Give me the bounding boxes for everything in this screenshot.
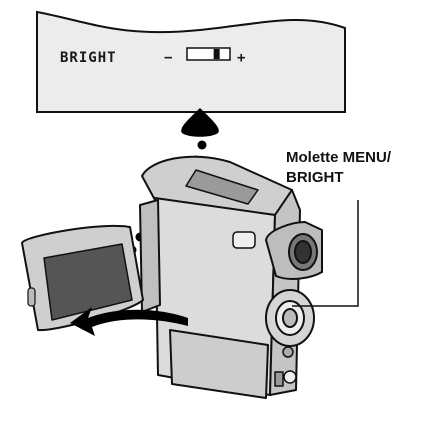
osd-plus-sign: + — [237, 50, 247, 66]
osd-panel — [36, 10, 346, 113]
menu-bright-knob-label: Molette MENU/ BRIGHT — [286, 148, 391, 188]
osd-setting-label: BRIGHT — [60, 50, 117, 66]
callout-leader-line — [292, 200, 359, 307]
osd-minus-sign: − — [164, 50, 174, 66]
brightness-bar-frame — [186, 47, 231, 61]
open-panel-arrow-icon — [70, 307, 188, 336]
osd-readout: BRIGHT − + — [60, 50, 245, 66]
up-arrow-icon — [181, 108, 219, 137]
camcorder — [139, 155, 323, 399]
lcd-panel — [21, 225, 144, 332]
brightness-bar-fill — [213, 49, 220, 59]
callout-line-2: BRIGHT — [286, 169, 344, 186]
lcd-screen — [43, 243, 133, 321]
callout-line-1: Molette MENU/ — [286, 149, 391, 166]
